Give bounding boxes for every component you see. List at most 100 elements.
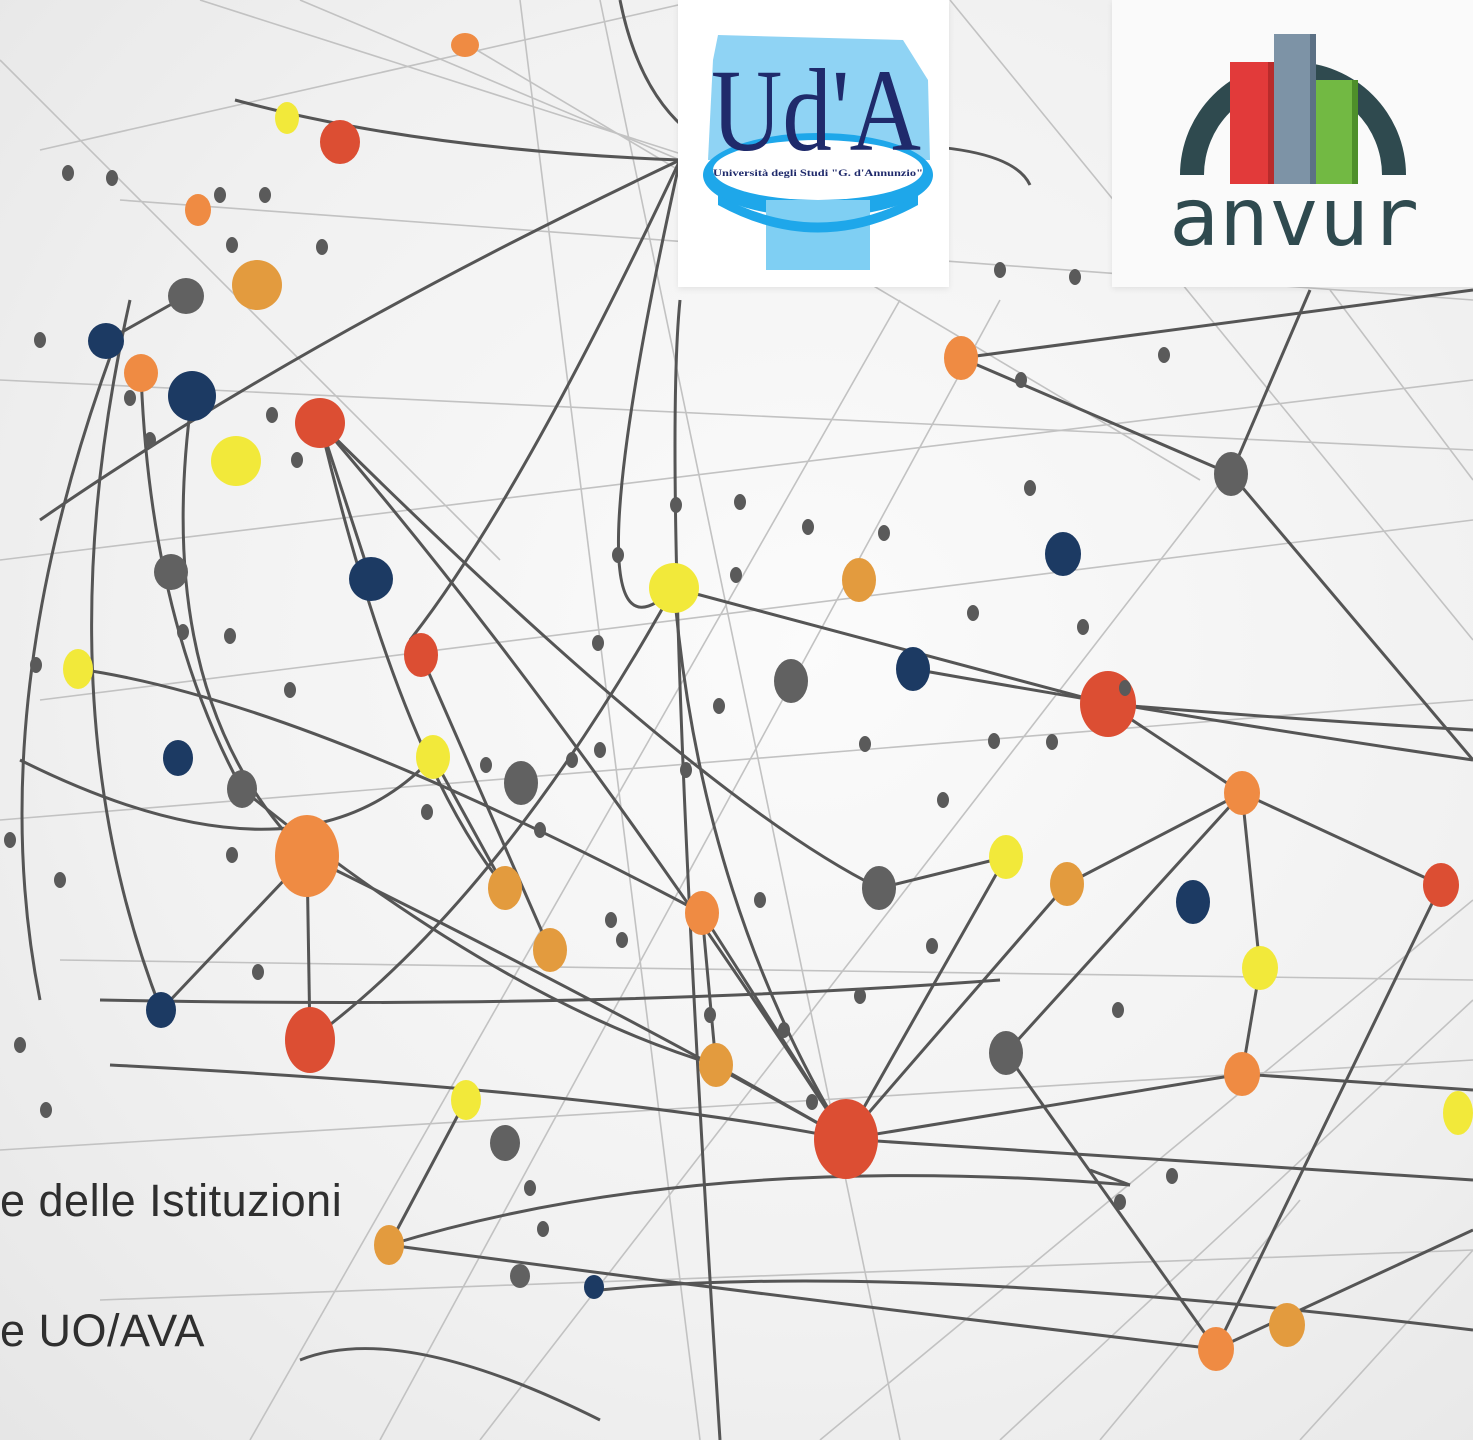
network-edge-light: [59, 959, 1473, 981]
network-edge: [844, 883, 1069, 1140]
network-dot: [1024, 480, 1036, 496]
network-edge: [419, 654, 552, 951]
uda-logo: Ud'A Università degli Studi "G. d'Annunz…: [678, 0, 949, 287]
network-edge: [139, 372, 244, 790]
network-edge: [318, 422, 507, 889]
network-node: [404, 633, 438, 677]
network-node: [896, 647, 930, 691]
network-dot: [1015, 372, 1027, 388]
network-dot: [252, 964, 264, 980]
network-dot: [937, 792, 949, 808]
network-node: [227, 770, 257, 808]
network-node: [154, 554, 188, 590]
network-edge-light: [479, 469, 1231, 1440]
network-node: [1224, 771, 1260, 815]
network-dot: [1077, 619, 1089, 635]
network-dot: [524, 1180, 536, 1196]
network-dot: [859, 736, 871, 752]
network-dot: [284, 682, 296, 698]
network-dot: [291, 452, 303, 468]
network-dot: [266, 407, 278, 423]
caption-line-2: e UO/AVA: [0, 1305, 205, 1356]
network-dot: [1046, 734, 1058, 750]
network-node: [1050, 862, 1084, 906]
network-edge: [1229, 473, 1473, 761]
network-edge: [1240, 792, 1262, 969]
network-node: [349, 557, 393, 601]
network-dot: [1112, 1002, 1124, 1018]
network-dot: [1069, 269, 1081, 285]
network-edge: [673, 586, 1109, 706]
network-edge-light: [249, 299, 901, 1440]
network-edge-light: [39, 0, 701, 151]
network-dot: [1166, 1168, 1178, 1184]
uda-logo-image: Ud'A Università degli Studi "G. d'Annunz…: [703, 35, 933, 270]
network-node: [1423, 863, 1459, 907]
network-dot: [994, 262, 1006, 278]
anvur-wordmark: anvur: [1169, 171, 1419, 264]
network-edge: [1004, 791, 1244, 1055]
network-node: [944, 336, 978, 380]
network-node: [416, 735, 450, 779]
anvur-logo-image: anvur: [1169, 34, 1419, 264]
network-dot: [106, 170, 118, 186]
network-edge: [673, 299, 722, 1440]
network-dot: [778, 1022, 790, 1038]
network-edge: [408, 159, 682, 641]
network-edge-light: [379, 299, 1001, 1440]
network-dot: [605, 912, 617, 928]
uda-monogram: Ud'A: [711, 45, 921, 176]
network-dot: [534, 822, 546, 838]
network-edge: [1241, 791, 1442, 887]
network-edge: [845, 1137, 1473, 1182]
network-node: [504, 761, 538, 805]
network-dot: [316, 239, 328, 255]
network-edge: [1089, 1168, 1131, 1187]
network-edge: [599, 1279, 1473, 1332]
network-node: [211, 436, 261, 486]
network-dot: [670, 497, 682, 513]
network-dot: [1119, 680, 1131, 696]
caption-line-1: e delle Istituzioni: [0, 1175, 343, 1226]
network-node: [1224, 1052, 1260, 1096]
network-node: [1242, 946, 1278, 990]
network-dot: [40, 1102, 52, 1118]
network-dot: [754, 892, 766, 908]
network-edge-light: [519, 0, 701, 1440]
uda-subtitle: Università degli Studi "G. d'Annunzio": [713, 169, 923, 179]
network-node: [1443, 1091, 1473, 1135]
network-edge: [388, 1174, 1131, 1247]
network-edge: [20, 329, 122, 1001]
network-edge: [299, 1347, 601, 1422]
network-node: [285, 1007, 335, 1073]
network-node: [185, 194, 211, 226]
network-dot: [704, 1007, 716, 1023]
network-edge-light: [1299, 1249, 1473, 1440]
network-dot: [124, 390, 136, 406]
network-edge: [672, 587, 848, 1140]
network-dot: [34, 332, 46, 348]
network-node: [451, 33, 479, 57]
network-dot: [62, 165, 74, 181]
network-edge-light: [0, 379, 1473, 451]
network-dot: [967, 605, 979, 621]
network-dot: [802, 519, 814, 535]
network-edge: [431, 756, 507, 889]
network-edge-light: [599, 0, 901, 1440]
network-edge: [318, 421, 880, 890]
network-dot: [806, 1094, 818, 1110]
network-dot: [226, 237, 238, 253]
network-edge: [90, 299, 163, 1011]
network-edge: [1229, 289, 1312, 475]
network-node: [146, 992, 176, 1028]
network-edge: [1004, 1052, 1218, 1350]
network-dot: [224, 628, 236, 644]
network-edge: [700, 912, 718, 1066]
network-node: [1214, 452, 1248, 496]
network-edge: [109, 1063, 847, 1141]
network-edge-light: [819, 899, 1473, 1440]
network-dot: [1114, 1194, 1126, 1210]
network-edge-light: [1329, 289, 1473, 481]
network-dot: [680, 762, 692, 778]
